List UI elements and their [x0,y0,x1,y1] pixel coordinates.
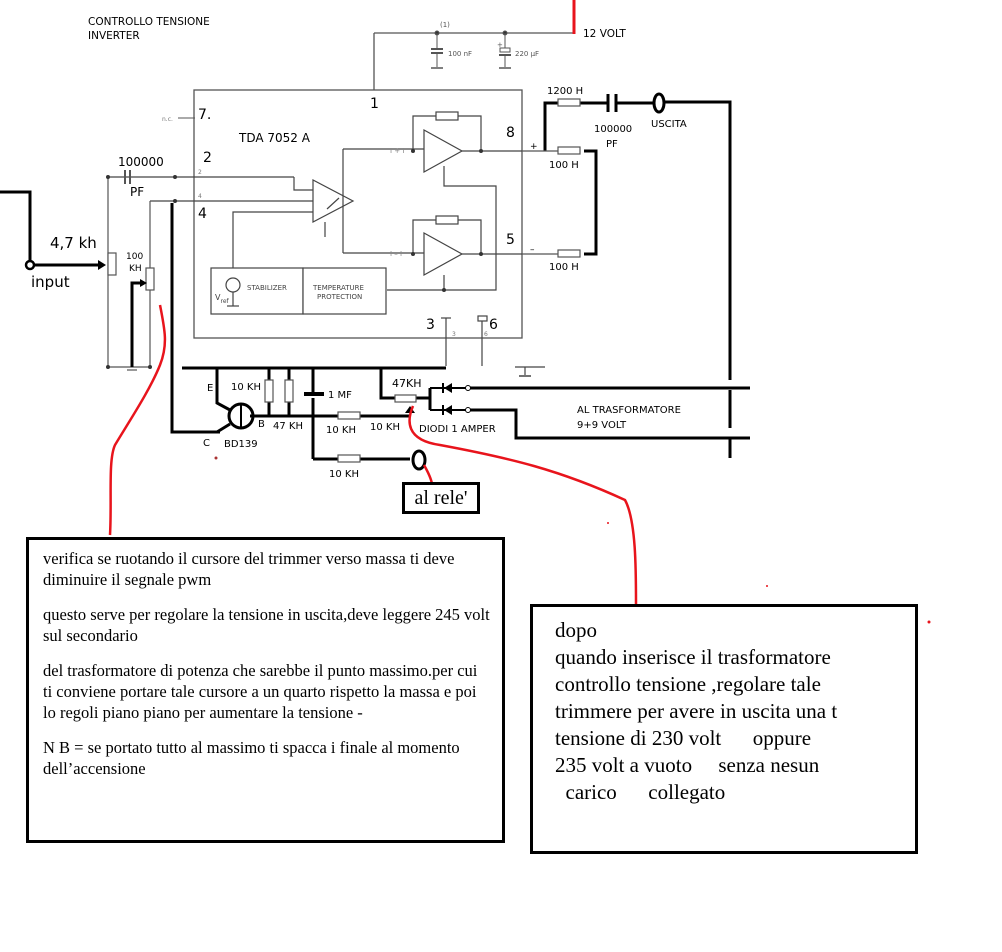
diodes-label: DIODI 1 AMPER [419,424,496,435]
trafo-label-line1: AL TRASFORMATORE [577,405,681,416]
resistor-10kh-3-label: 10 KH [370,422,400,433]
feedback-resistors [264,379,417,463]
output-resistor-plus: 100 H [549,160,579,171]
note-line: 235 volt a vuoto senza nesun [555,753,820,777]
input-network [107,170,155,371]
stray-dot [607,522,609,524]
output-cap-unit: PF [606,139,618,150]
input-resistor-label: 4,7 kh [50,234,97,252]
input-cap-unit: PF [130,185,144,199]
resistor-10kh-2-label: 10 KH [326,425,356,436]
feedback-wires [182,366,750,461]
input-label: input [31,273,70,291]
temp-protection-line2: PROTECTION [317,293,362,301]
relay-terminal [411,449,427,471]
ic-internals [108,111,545,377]
cap-100nf-label: 100 nF [448,50,472,58]
title-line1: CONTROLLO TENSIONE [88,16,210,28]
trafo-terminal-2 [465,407,471,413]
relay-label: al rele' [414,487,468,509]
note-line: controllo tensione ,regolare tale [555,672,821,696]
trimmer-unit: KH [129,264,142,274]
output-plus-sign: + [530,142,538,152]
pin-6-label: 6 [489,317,498,333]
output-amplifier-positive [423,128,464,174]
note-transformer-instructions: dopo quando inserisce il trasformatore c… [530,604,918,854]
transistor-emitter: E [207,383,213,394]
output-amplifier-negative [423,231,464,277]
trafo-terminal-1 [465,385,471,391]
pin-6-small: 6 [484,331,488,338]
pin-3-small: 3 [452,331,456,338]
relay-label-box: al rele' [402,482,480,514]
ic-junctions [411,149,483,292]
trafo-label-line2: 9+9 VOLT [577,420,627,431]
resistor-47kh-2-label: 47KH [392,377,421,390]
output-cap-value: 100000 [594,124,632,135]
nc-label: n.c. [162,116,173,123]
ic-name: TDA 7052 A [238,131,311,145]
stray-dot [766,585,768,587]
note-paragraph: verifica se ruotando il cursore del trim… [43,549,455,589]
pin-5-label: 5 [506,232,515,248]
note-line: dopo [555,618,597,642]
vref-label: Vref [215,293,230,305]
resistor-10kh-label: 10 KH [231,382,261,393]
transistor-collector: C [203,438,210,449]
output-resistor-minus: 100 H [549,262,579,273]
input-arrow-icon [98,260,106,270]
output-series-resistor: 1200 H [547,86,583,97]
stabilizer-label: STABILIZER [247,284,287,292]
note-paragraph: questo serve per regolare la tensione in… [43,605,490,645]
note-trimmer-instructions: verifica se ruotando il cursore del trim… [26,537,505,843]
resistor-47kh-label: 47 KH [273,421,303,432]
iminus-label: I – I [390,250,402,258]
pin-7-label: 7. [198,107,211,123]
pin-4-label: 4 [198,206,207,222]
cap-polarity-plus: + [497,41,503,49]
transistor-base: B [258,419,265,430]
input-junctions [106,175,177,369]
pin-3-label: 3 [426,317,435,333]
temp-protection-line1: TEMPERATURE [312,284,364,292]
output-minus-sign: – [530,245,535,255]
junction-arrow-icon [405,406,415,413]
title-line2: INVERTER [88,30,140,42]
note-paragraph: del trasformatore di potenza che sarebbe… [43,661,478,722]
note-line: tensione di 230 volt oppure [555,726,812,750]
output-terminal [652,92,666,114]
output-resistors [522,98,581,258]
iplus-label: I + I [390,147,404,155]
cap-220uf-label: 220 µF [515,50,539,58]
ic-body [193,89,523,339]
stray-dot [927,620,931,624]
capacitor-1mf-label: 1 MF [328,390,352,401]
power-node-label: (1) [440,21,450,29]
note-line: quando inserisce il trasformatore [555,645,831,669]
transistor-label: BD139 [224,439,258,450]
rectifier-diodes [430,383,466,415]
trimmer-value: 100 [126,252,143,262]
pin-2-small: 2 [198,169,202,176]
pin-2-label: 2 [203,150,212,166]
supply-label: 12 VOLT [583,28,626,40]
input-terminal [24,259,36,271]
input-cap-value: 100000 [118,155,164,169]
stray-dot [214,456,218,460]
note-line: carico collegato [555,780,726,804]
trimmer-wiper-arrow-icon [140,279,147,287]
resistor-10kh-4-label: 10 KH [329,469,359,480]
input-amplifier [312,179,355,223]
pin-8-label: 8 [506,125,515,141]
power-supply-section [373,30,575,90]
input-wires [0,190,220,434]
pin-1-label: 1 [370,96,379,112]
output-label: USCITA [651,119,687,130]
note-paragraph: N B = se portato tutto al massimo ti spa… [43,738,460,778]
note-line: trimmere per avere in uscita una t [555,699,838,723]
pin-4-small: 4 [198,193,202,200]
output-wires [543,94,732,458]
